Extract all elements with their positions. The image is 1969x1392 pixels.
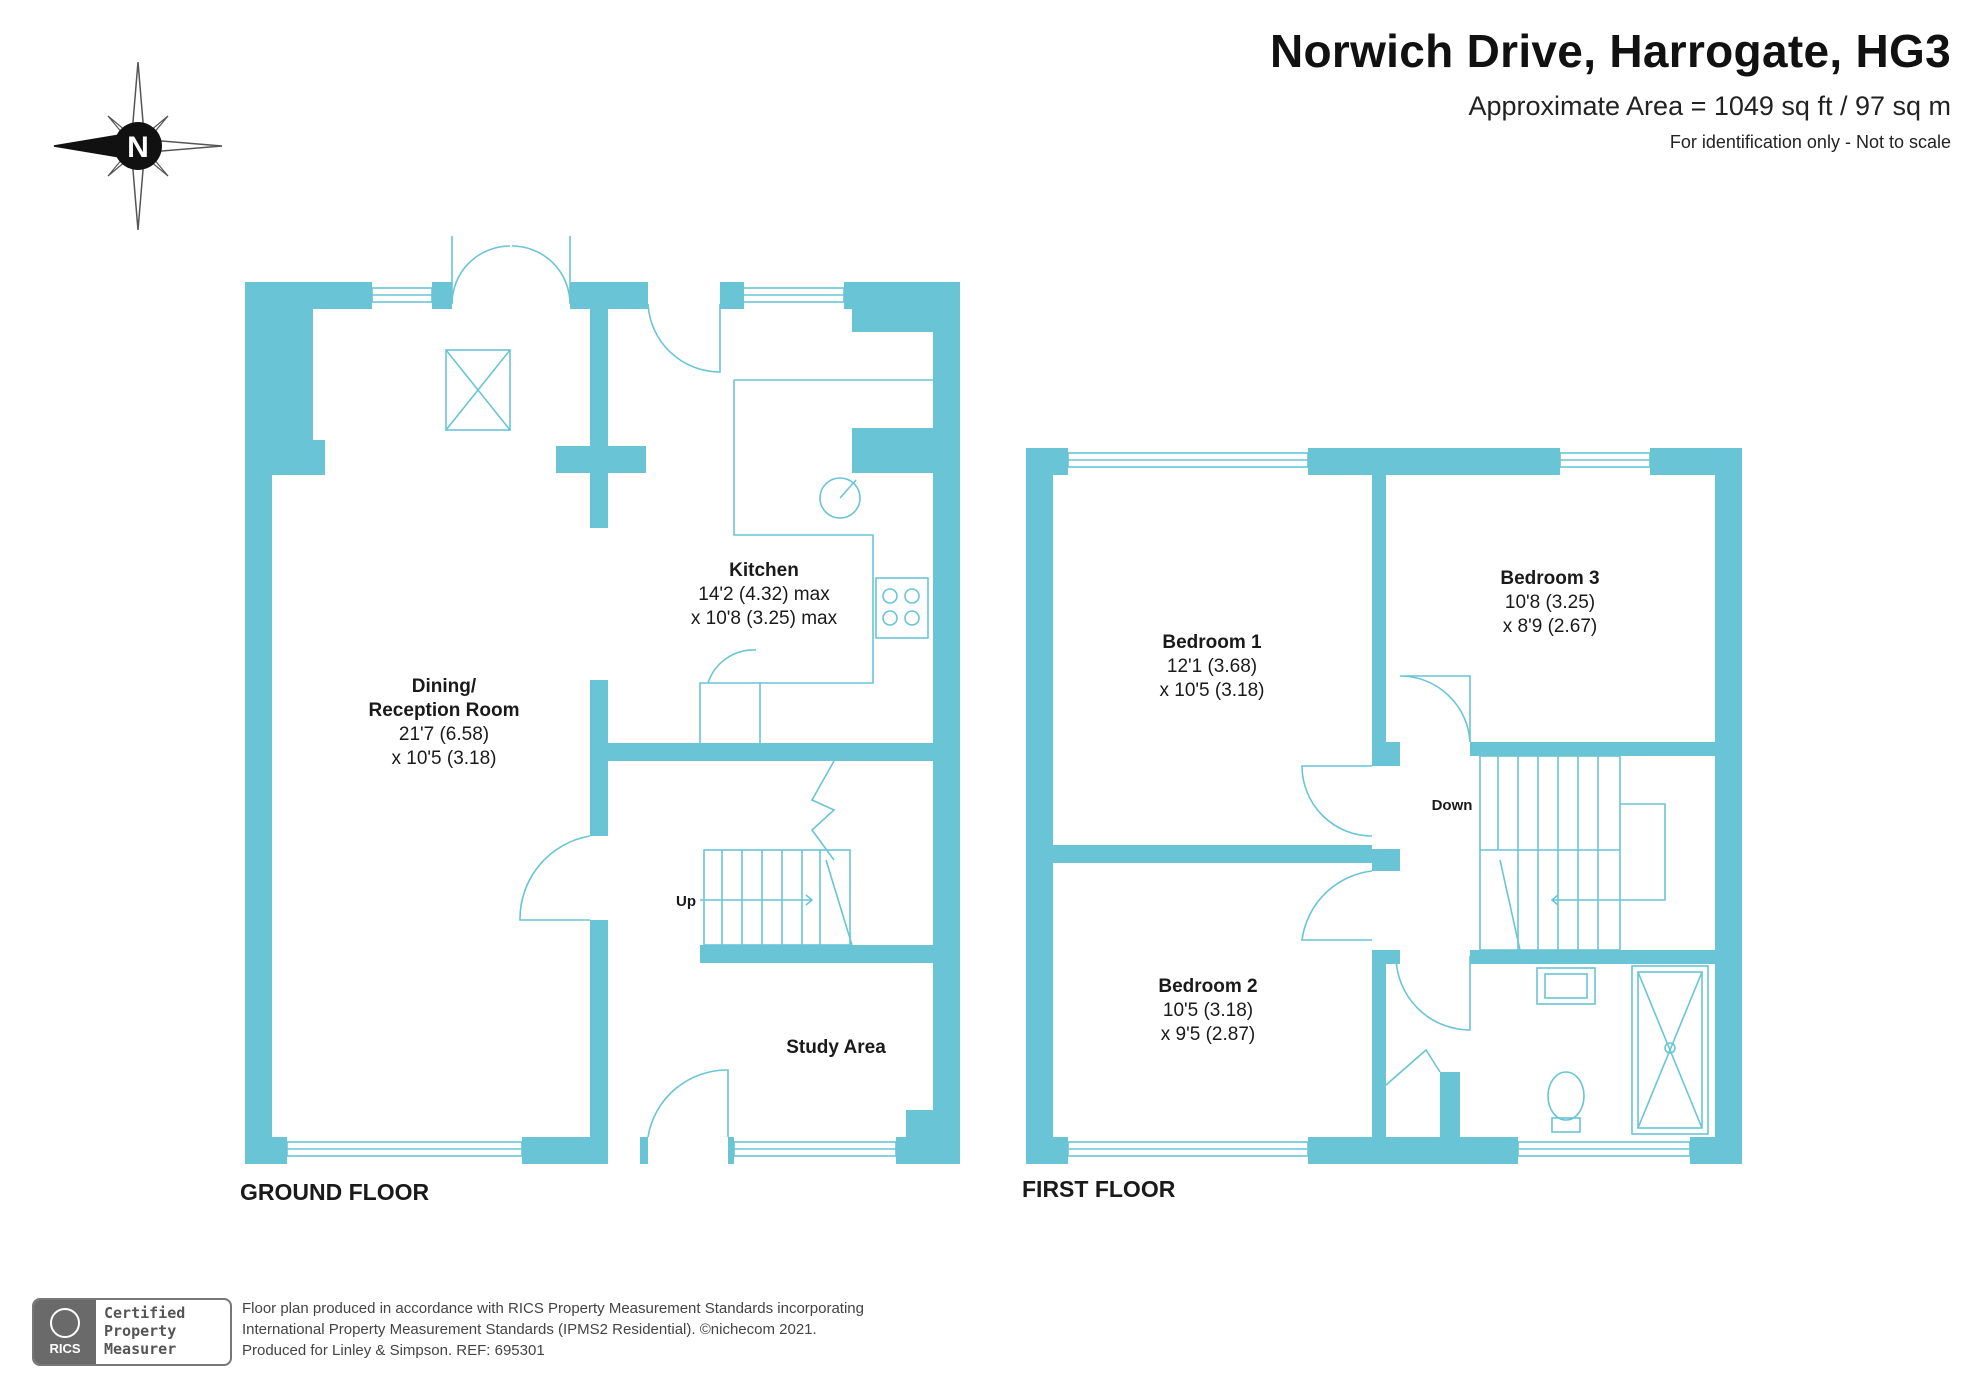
bedroom2-name: Bedroom 2 — [1158, 976, 1257, 997]
bedroom3-dim-2: x 8'9 (2.67) — [1503, 616, 1597, 637]
stairs-down-label: Down — [1432, 797, 1473, 814]
dining-name: Dining/ — [412, 676, 477, 697]
rics-logo-line-1: Certified — [104, 1304, 186, 1322]
rics-logo-line-2: Property — [104, 1322, 177, 1340]
header: Norwich Drive, Harrogate, HG3 Approximat… — [1270, 26, 1951, 153]
dining-dim-2: x 10'5 (3.18) — [391, 748, 496, 769]
toilet-icon — [1547, 1071, 1585, 1121]
kitchen-worktop — [699, 380, 874, 743]
property-title: Norwich Drive, Harrogate, HG3 — [1269, 25, 1951, 77]
first-floor-plan — [1026, 448, 1742, 1164]
first-floor-fixtures — [1067, 452, 1709, 1157]
bedroom1-dim-1: 12'1 (3.68) — [1167, 656, 1257, 677]
hall-door — [519, 835, 591, 921]
french-door-right — [511, 236, 571, 305]
stairs-up-label: Up — [676, 893, 696, 910]
footer-line-1: Floor plan produced in accordance with R… — [242, 1300, 864, 1317]
bedroom2-dim-2: x 9'5 (2.87) — [1161, 1024, 1255, 1045]
rics-mark: RICS — [34, 1300, 96, 1364]
footer-line-3: Produced for Linley & Simpson. REF: 6953… — [242, 1342, 545, 1359]
staircase-down — [1479, 755, 1621, 951]
room-labels: Dining/ Reception Room 21'7 (6.58) x 10'… — [240, 560, 1600, 1205]
compass-icon: N — [53, 61, 223, 231]
approximate-area: Approximate Area = 1049 sq ft / 97 sq m — [1468, 90, 1951, 121]
compass-north-label: N — [127, 131, 149, 164]
kitchen-dim-2: x 10'8 (3.25) max — [691, 608, 838, 629]
rics-wordmark: RICS — [49, 1341, 81, 1356]
scale-disclaimer: For identification only - Not to scale — [1669, 131, 1951, 152]
basin-icon — [1536, 967, 1596, 1005]
bedroom3-dim-1: 10'8 (3.25) — [1505, 592, 1595, 613]
rics-logo-line-3: Measurer — [104, 1340, 177, 1358]
rics-seal-icon — [50, 1308, 80, 1338]
shower-icon — [1631, 965, 1709, 1135]
study-name: Study Area — [786, 1037, 886, 1058]
sink-icon — [819, 477, 861, 519]
bedroom1-door — [1301, 765, 1373, 837]
footer: RICS Certified Property Measurer Floor p… — [32, 1298, 972, 1368]
kitchen-back-door — [647, 303, 721, 373]
bedroom3-door — [1399, 675, 1471, 743]
staircase-up — [703, 849, 851, 946]
ground-floor-fixtures — [286, 236, 933, 1157]
footer-text: Floor plan produced in accordance with R… — [242, 1298, 864, 1361]
rics-certified-logo: RICS Certified Property Measurer — [32, 1298, 232, 1366]
skylight — [445, 349, 511, 431]
kitchen-dim-1: 14'2 (4.32) max — [698, 584, 830, 605]
dining-dim-1: 21'7 (6.58) — [399, 724, 489, 745]
rics-logo-text: Certified Property Measurer — [96, 1300, 193, 1364]
bedroom1-name: Bedroom 1 — [1162, 632, 1262, 653]
ground-floor-title: GROUND FLOOR — [240, 1179, 429, 1205]
cupboard-door — [810, 760, 836, 861]
bedroom1-dim-2: x 10'5 (3.18) — [1159, 680, 1264, 701]
bedroom2-dim-1: 10'5 (3.18) — [1163, 1000, 1253, 1021]
front-door — [647, 1069, 729, 1138]
french-door-left — [451, 236, 511, 305]
bedroom2-door — [1301, 870, 1373, 941]
dining-name-2: Reception Room — [369, 700, 520, 721]
footer-line-2: International Property Measurement Stand… — [242, 1321, 817, 1338]
bedroom3-name: Bedroom 3 — [1500, 568, 1599, 589]
airing-cupboard-door — [1385, 1048, 1441, 1086]
ground-floor-plan — [245, 282, 960, 1164]
kitchen-name: Kitchen — [729, 560, 799, 581]
first-floor-title: FIRST FLOOR — [1022, 1176, 1176, 1202]
bathroom-door — [1395, 955, 1471, 1031]
hob-icon — [875, 577, 929, 639]
